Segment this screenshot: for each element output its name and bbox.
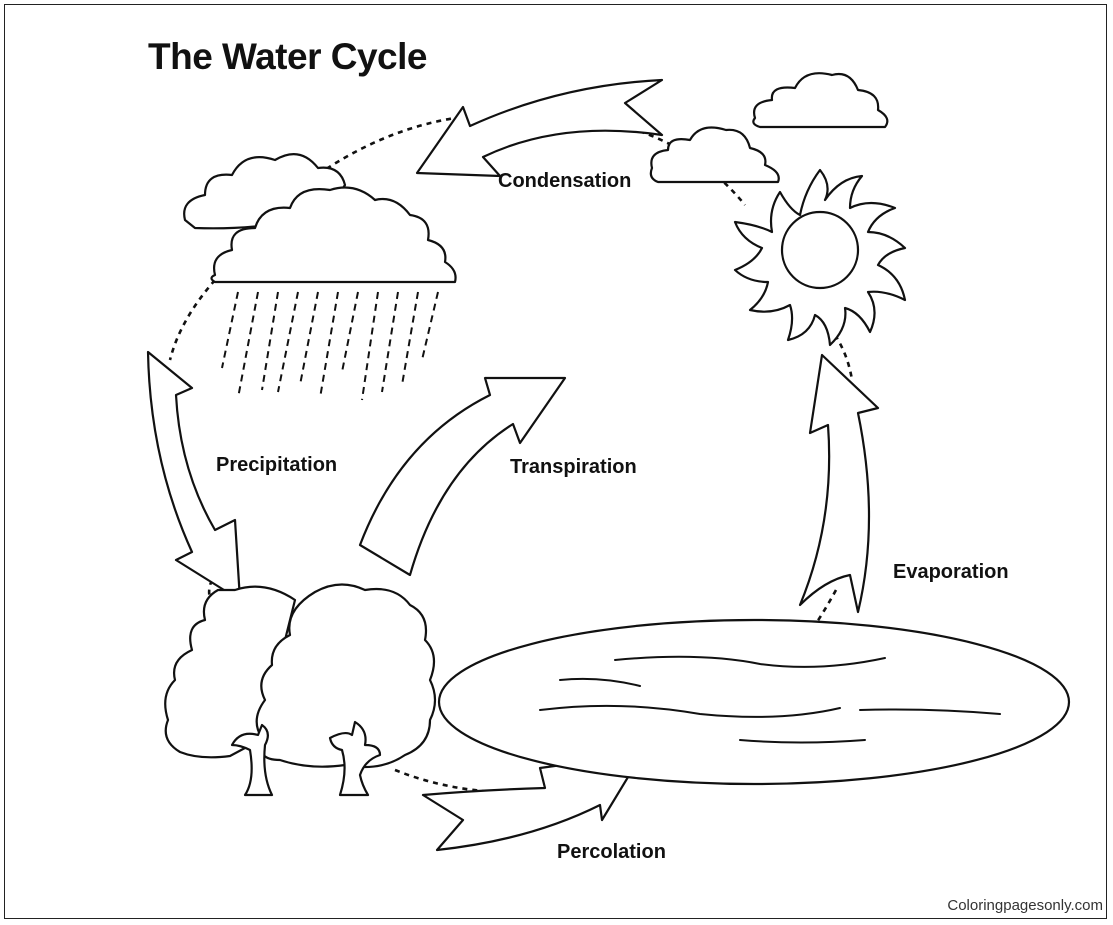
rain-cloud-icon — [183, 152, 457, 284]
percolation-arrow — [421, 752, 644, 852]
watermark: Coloringpagesonly.com — [947, 897, 1103, 914]
cloud-icon-small — [649, 126, 780, 184]
label-transpiration: Transpiration — [510, 456, 637, 478]
page-title: The Water Cycle — [148, 36, 428, 77]
sun-icon — [733, 168, 907, 347]
label-evaporation: Evaporation — [893, 561, 1009, 583]
rain-streaks — [221, 291, 439, 401]
transpiration-arrow — [358, 376, 567, 577]
page-frame — [4, 4, 1107, 919]
label-percolation: Percolation — [557, 841, 666, 863]
trees-icon — [164, 583, 437, 797]
label-condensation: Condensation — [498, 170, 632, 192]
condensation-arrow — [415, 78, 664, 178]
label-precipitation: Precipitation — [216, 454, 338, 476]
evaporation-arrow — [798, 353, 880, 614]
cloud-icon — [752, 72, 889, 129]
pond-icon — [437, 618, 1071, 786]
precipitation-arrow — [146, 350, 242, 602]
